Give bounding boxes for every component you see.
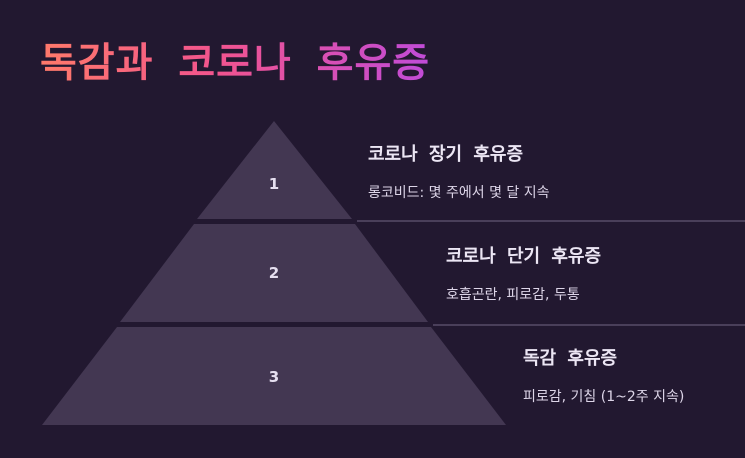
tier-2-number: 2	[269, 264, 279, 282]
tier-1-description: 롱코비드: 몇 주에서 몇 달 지속	[368, 185, 550, 201]
page-title: 독감과 코로나 후유증	[40, 30, 430, 88]
pyramid-tier-1	[197, 121, 352, 219]
tier-2-heading: 코로나 단기 후유증	[446, 246, 602, 267]
tier-3-number: 3	[269, 368, 279, 386]
tier-3-heading: 독감 후유증	[523, 348, 618, 369]
tier-2-description: 호흡곤란, 피로감, 두통	[446, 287, 580, 303]
pyramid-tier-2	[120, 224, 428, 322]
tier-2-label: 코로나 단기 후유증 호흡곤란, 피로감, 두통	[446, 242, 601, 304]
tier-1-number: 1	[269, 175, 279, 193]
tier-3-description: 피로감, 기침 (1~2주 지속)	[523, 389, 685, 405]
tier-1-heading: 코로나 장기 후유증	[368, 144, 524, 165]
pyramid-tier-3	[42, 327, 506, 425]
tier-3-label: 독감 후유증 피로감, 기침 (1~2주 지속)	[523, 344, 684, 406]
tier-1-label: 코로나 장기 후유증 롱코비드: 몇 주에서 몇 달 지속	[368, 140, 550, 202]
